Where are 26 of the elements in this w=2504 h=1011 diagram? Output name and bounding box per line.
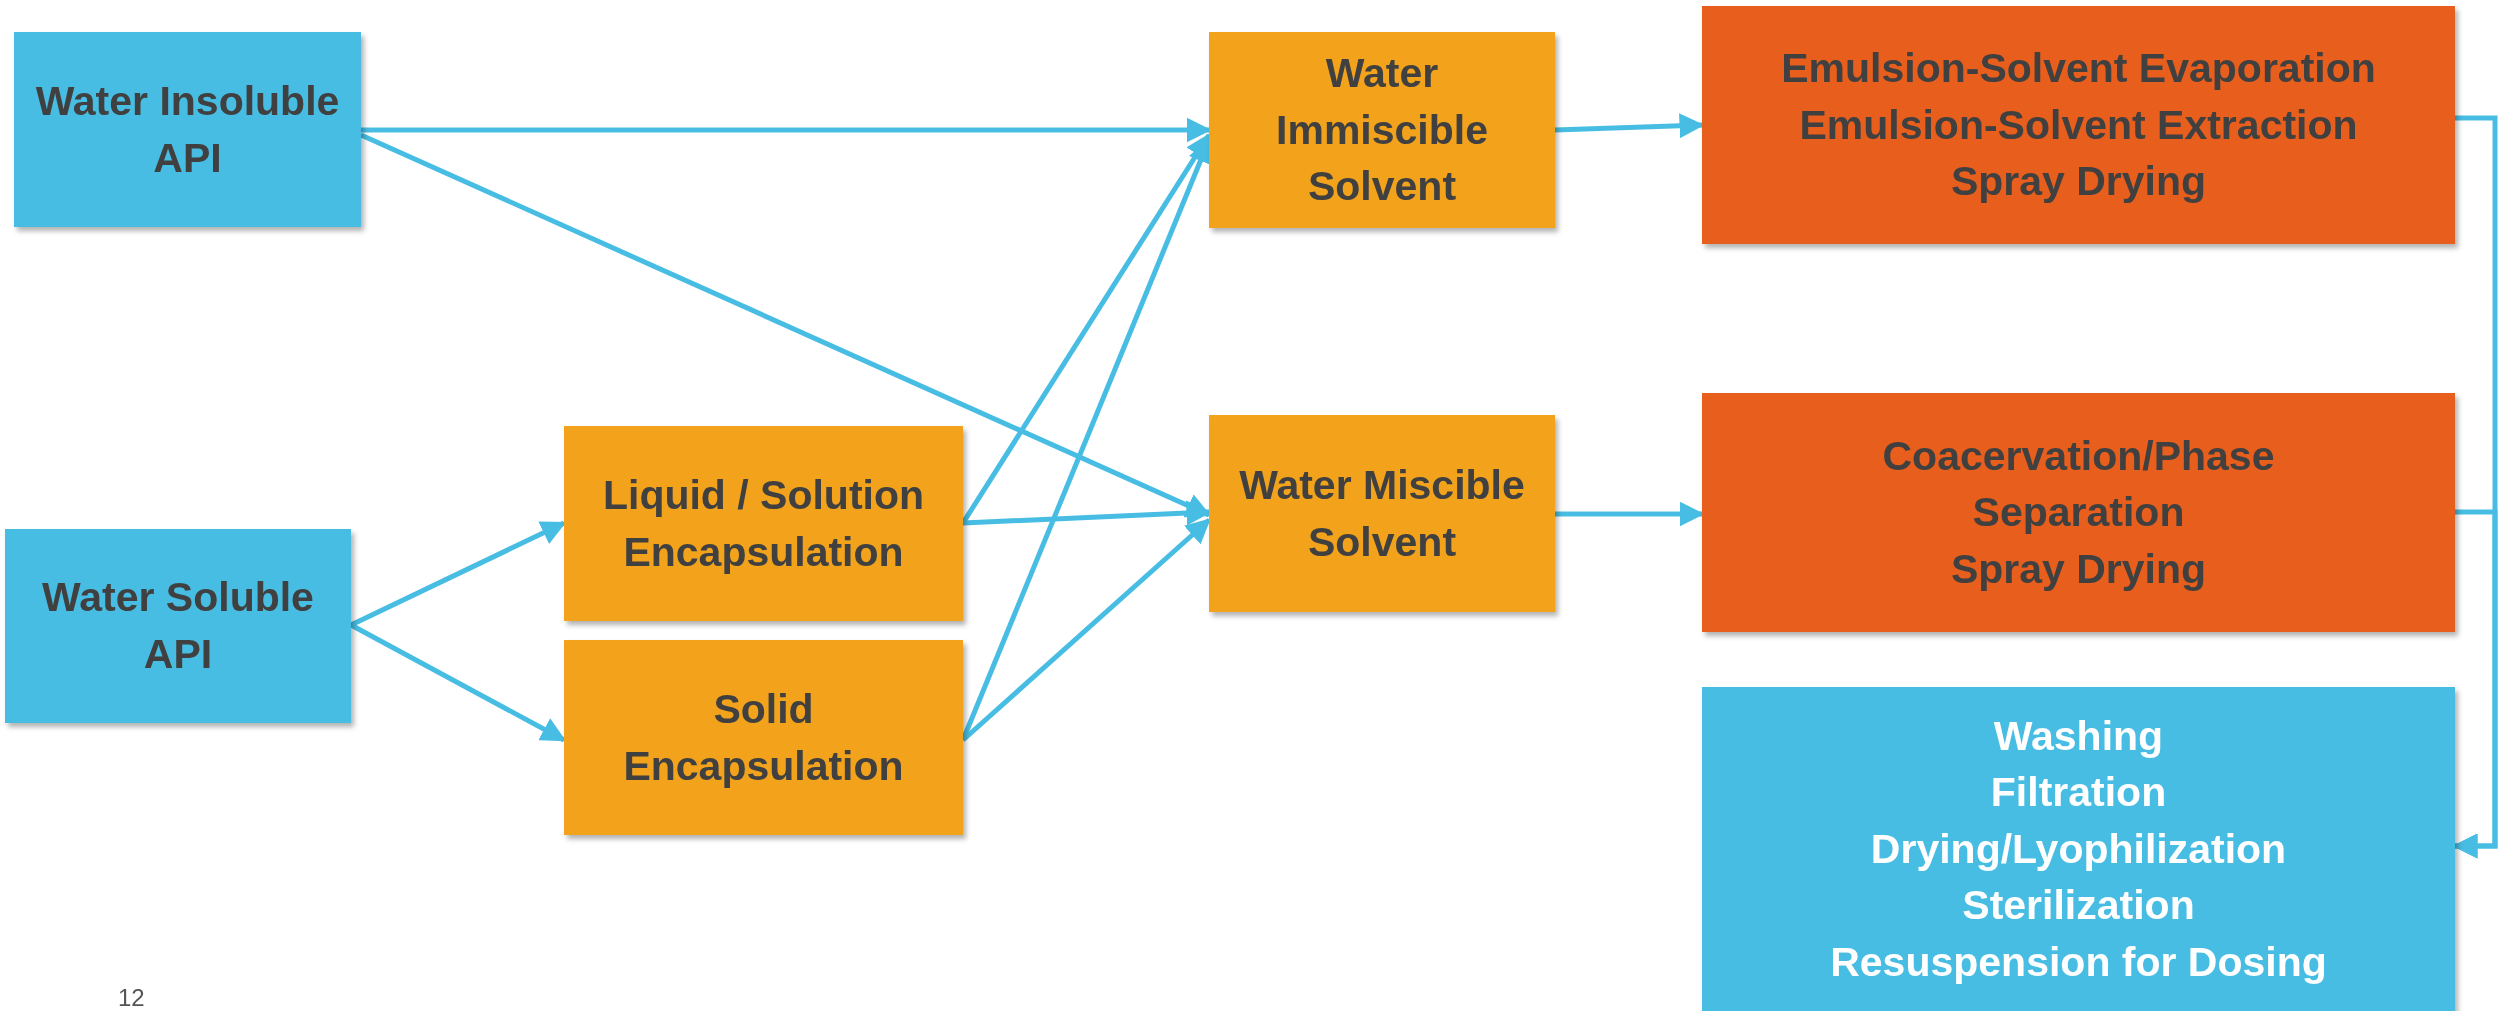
node-text: Solid Encapsulation: [622, 684, 905, 791]
node-text: Coacervation/Phase Separation: [1881, 431, 2276, 538]
method-box: [1702, 6, 2455, 244]
node-text: Water Immiscible Solvent: [1275, 49, 1489, 212]
node-text: Resuspension for Dosing: [1830, 937, 2327, 987]
node-text: Water Soluble API: [41, 573, 315, 679]
node-text: Liquid / Solution Encapsulation: [601, 470, 926, 577]
final-step-box: [1702, 687, 2455, 1011]
node-text: Filtration: [1990, 768, 2167, 818]
process-box: [564, 640, 963, 835]
process-box: [1209, 32, 1555, 228]
node-text: Drying/Lyophilization: [1870, 824, 2287, 874]
node-text: Spray Drying: [1950, 544, 2207, 594]
node-text: Emulsion-Solvent Extraction: [1799, 100, 2358, 150]
node-text: Water Miscible Solvent: [1238, 460, 1526, 567]
api-box: [14, 32, 361, 227]
process-box: [564, 426, 963, 621]
node-text: Water Insoluble API: [34, 76, 341, 183]
node-text: Washing: [1993, 711, 2164, 761]
node-text: Emulsion-Solvent Evaporation: [1781, 44, 2376, 94]
node-text: Sterilization: [1962, 881, 2195, 931]
process-box: [1209, 415, 1555, 612]
api-box: [5, 529, 351, 723]
method-box: [1702, 393, 2455, 632]
node-text: Spray Drying: [1950, 157, 2207, 207]
page-number: 12: [118, 984, 145, 1011]
